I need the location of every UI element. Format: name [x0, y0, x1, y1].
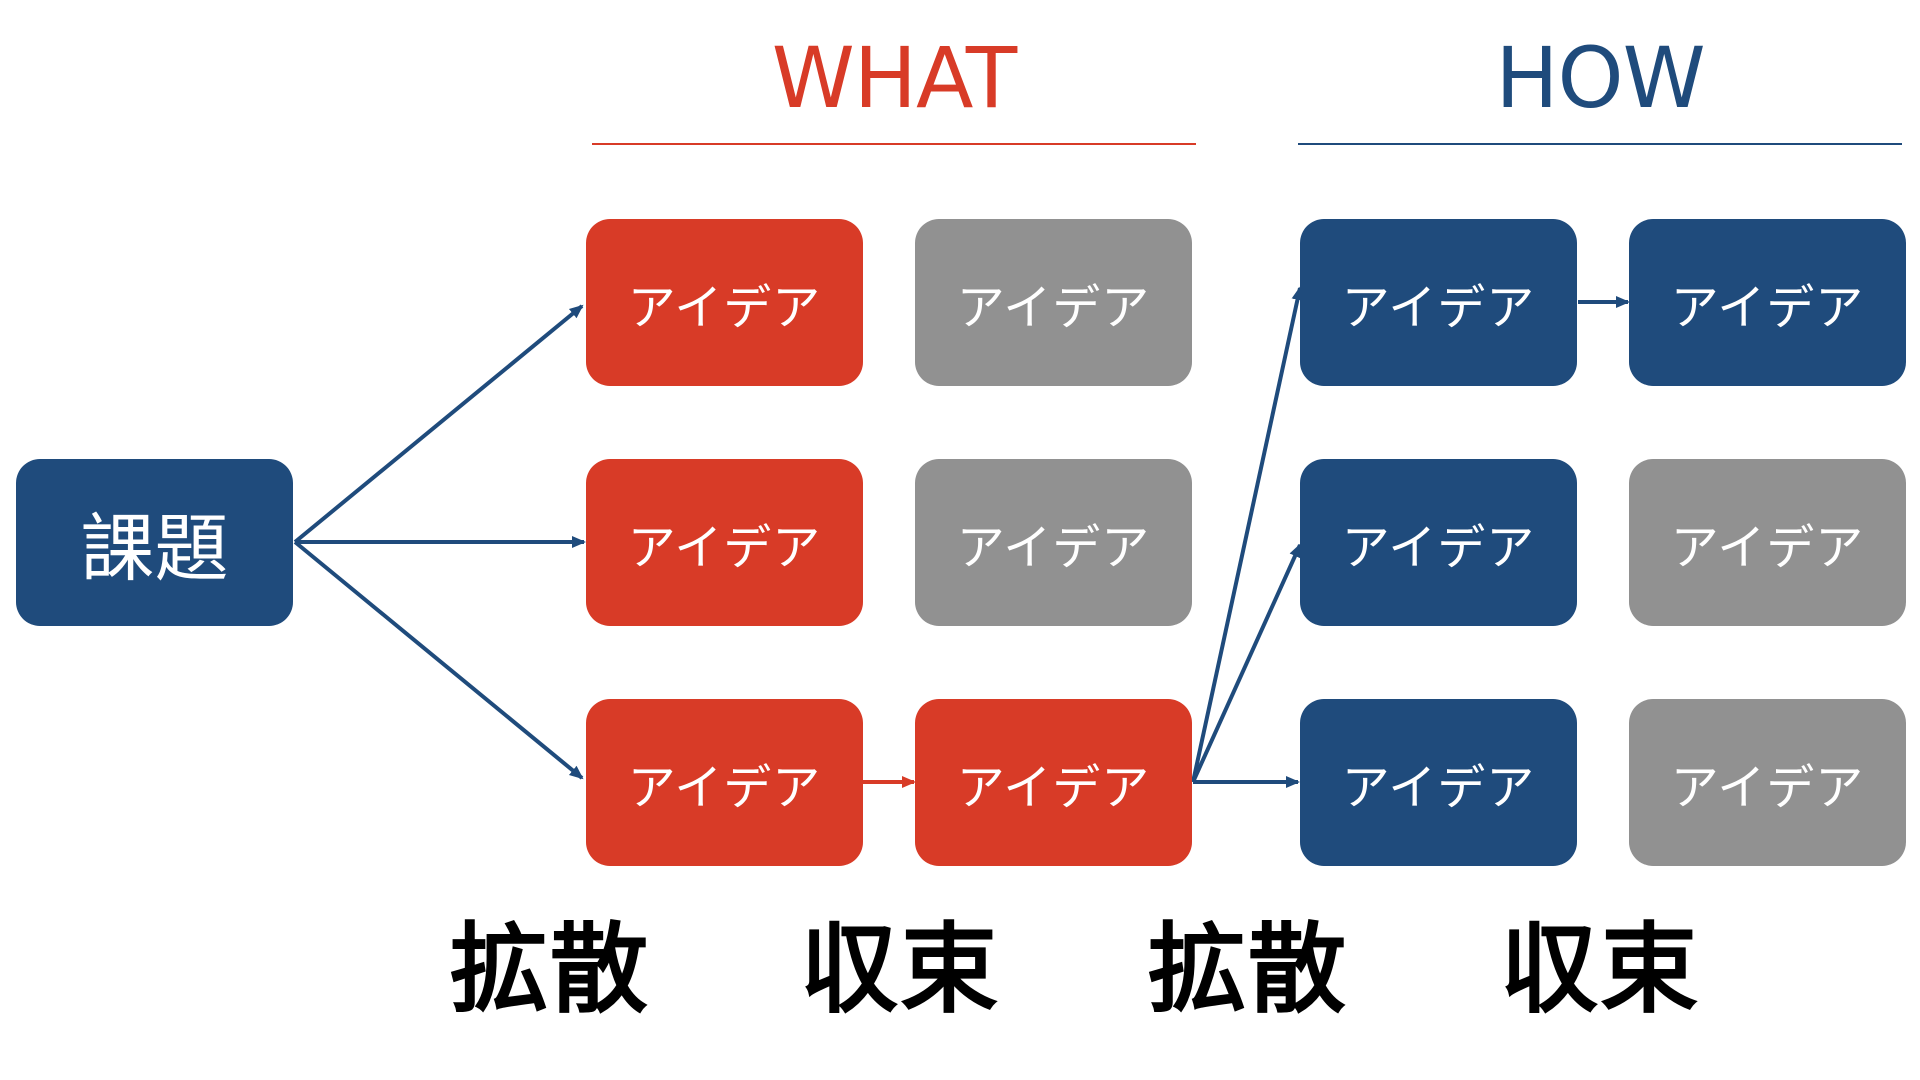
how-converge-idea-3: アイデア [1629, 699, 1906, 866]
task-box: 課題 [16, 459, 293, 626]
what-idea-1: アイデア [586, 219, 863, 386]
what-idea-2: アイデア [586, 459, 863, 626]
how-idea-2: アイデア [1300, 459, 1577, 626]
phase-label-what-converge: 収束 [799, 913, 1000, 1027]
phase-label-what-diverge: 拡散 [449, 913, 650, 1027]
how-idea-1: アイデア [1300, 219, 1577, 386]
phase-label-how-diverge: 拡散 [1147, 913, 1348, 1027]
how-header: HOW [1495, 29, 1705, 127]
arrow-what-to-how-1 [1191, 286, 1304, 783]
what-converge-idea-1: アイデア [915, 219, 1192, 386]
phase-label-how-converge: 収束 [1499, 913, 1700, 1027]
arrow-task-to-idea-1 [293, 304, 584, 544]
what-selected-idea: アイデア [915, 699, 1192, 866]
what-idea-3: アイデア [586, 699, 863, 866]
arrow-what-to-how-2 [1191, 543, 1302, 783]
how-idea-3: アイデア [1300, 699, 1577, 866]
what-header: WHAT [771, 29, 1017, 127]
arrow-task-to-idea-3 [293, 540, 584, 780]
how-selected-idea: アイデア [1629, 219, 1906, 386]
how-converge-idea-2: アイデア [1629, 459, 1906, 626]
what-converge-idea-2: アイデア [915, 459, 1192, 626]
what-underline [592, 143, 1196, 145]
how-underline [1298, 143, 1902, 145]
